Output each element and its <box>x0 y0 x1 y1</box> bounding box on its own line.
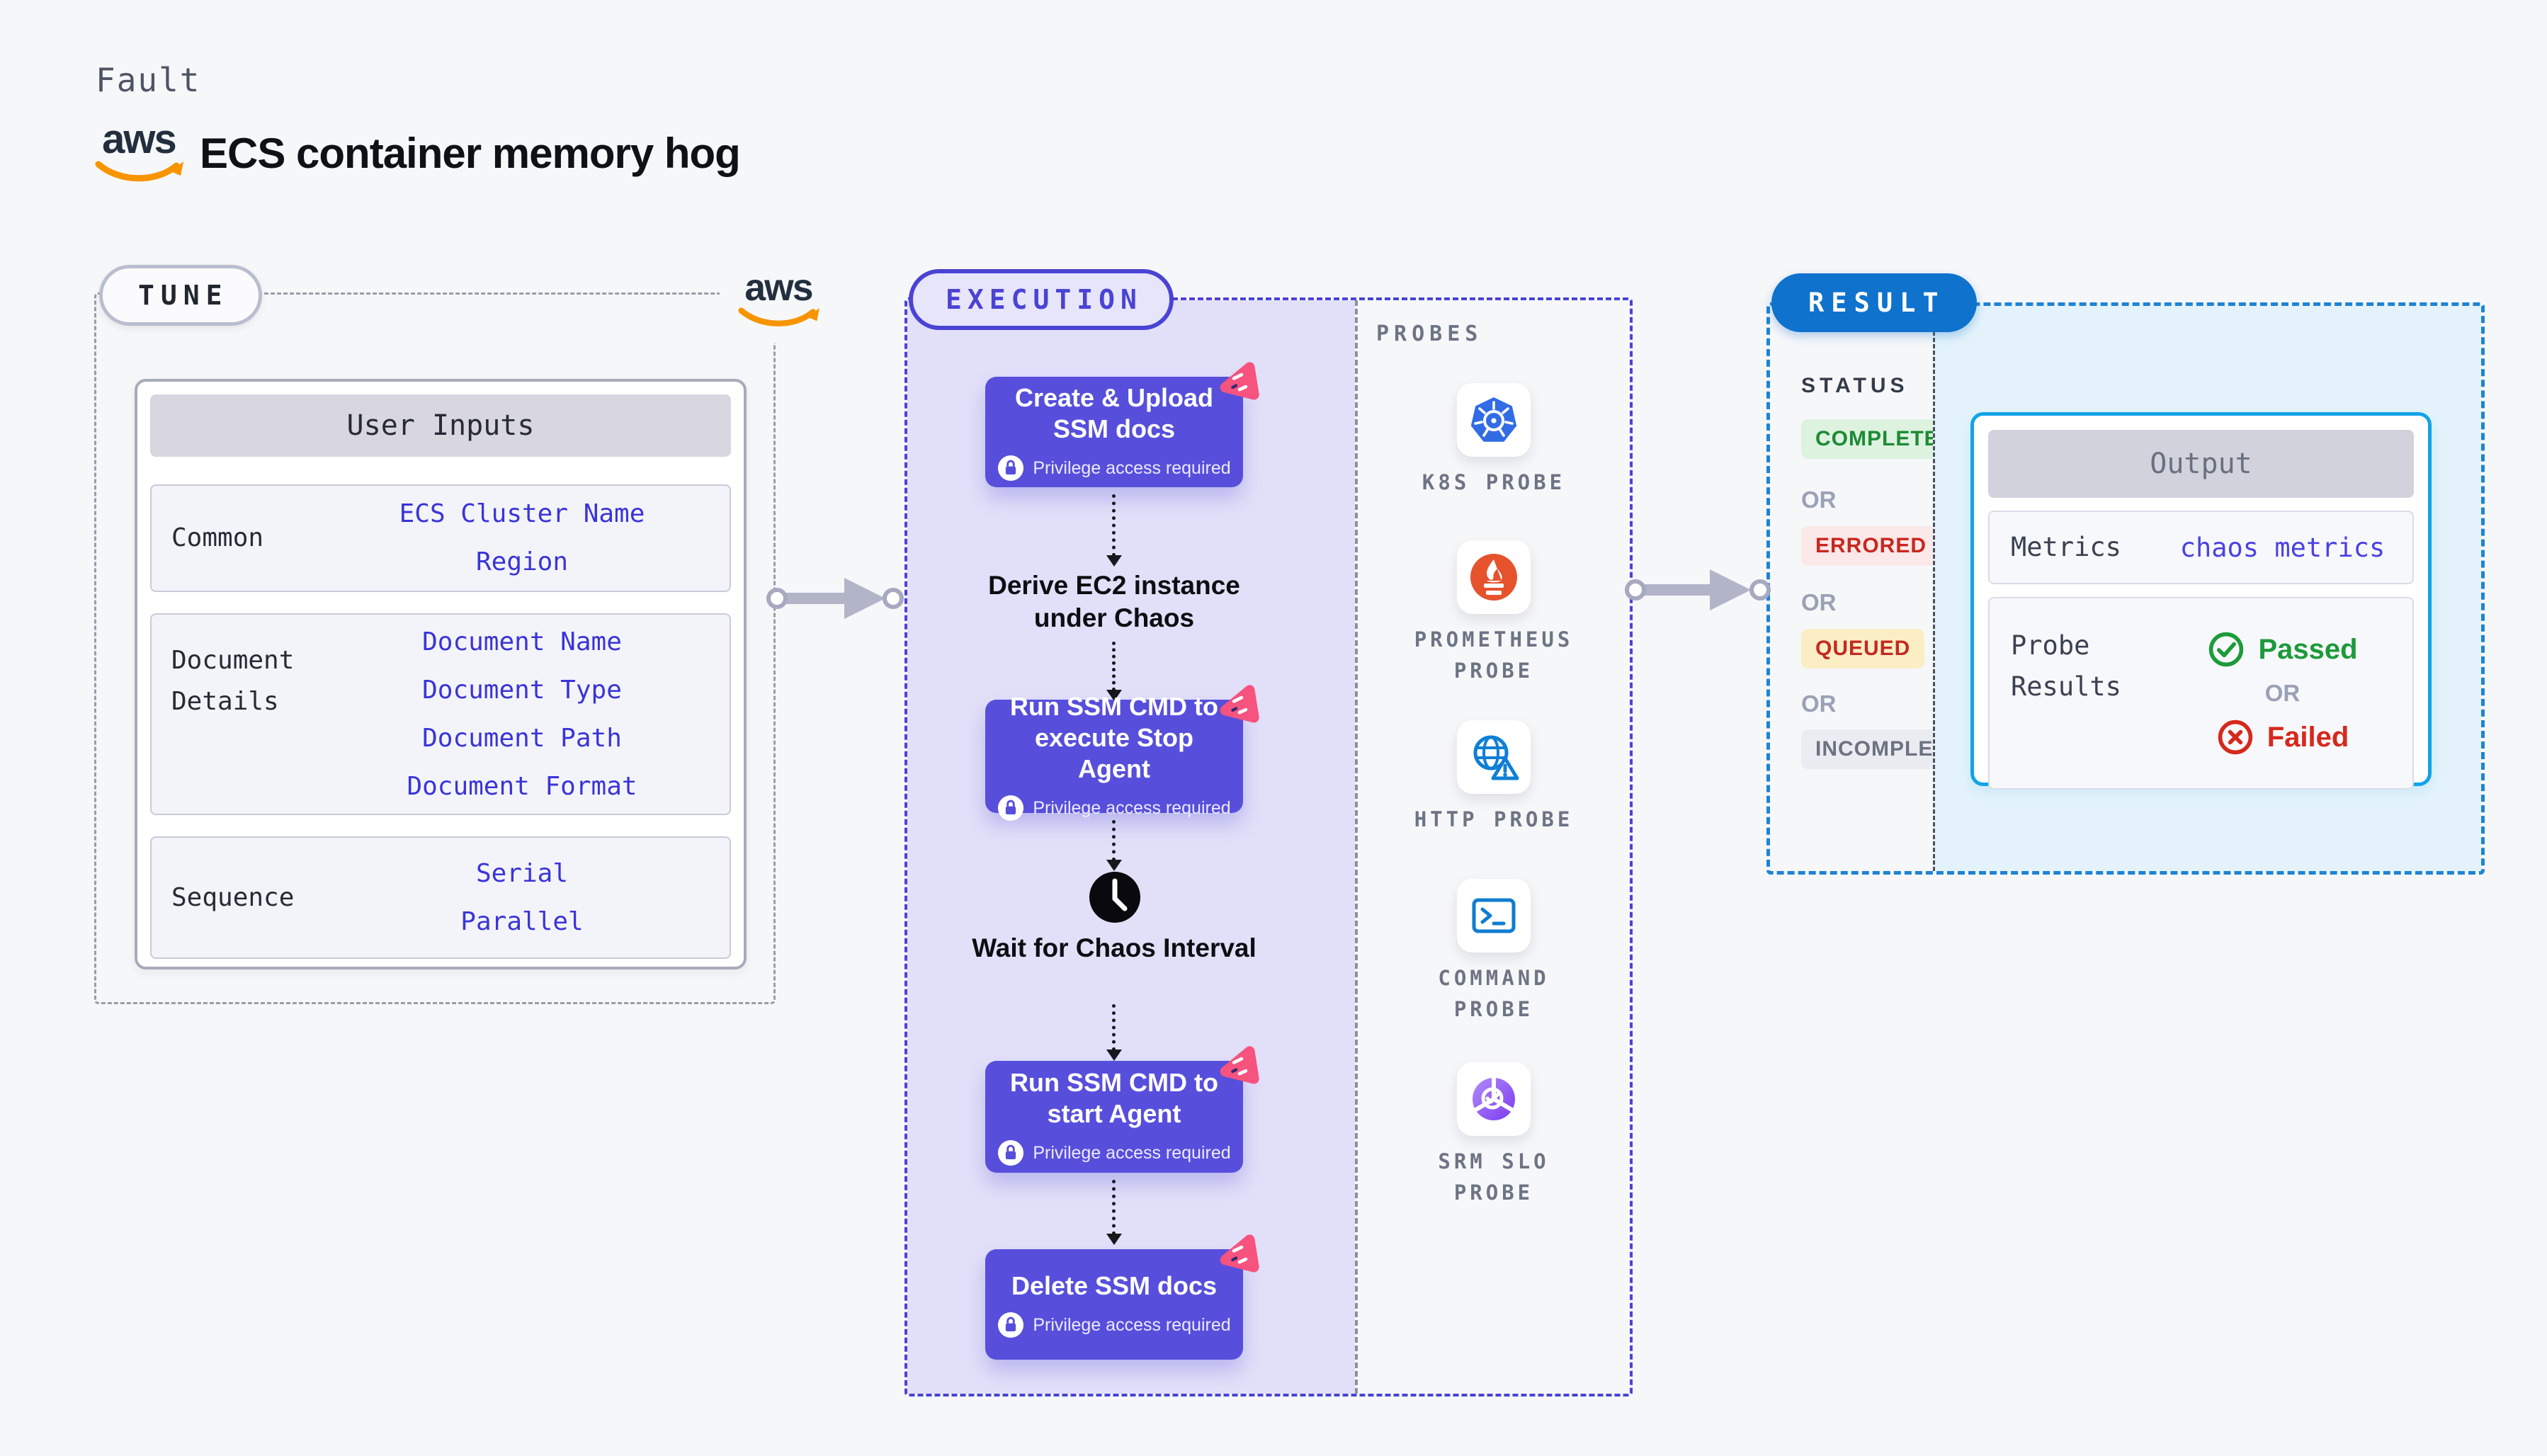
probe-srm-slo: SRM SLO PROBE <box>1358 1062 1630 1208</box>
step-run-ssm-start-agent: Run SSM CMD to start Agent Privilege acc… <box>985 1046 1259 1173</box>
lock-icon <box>998 1312 1024 1338</box>
result-section: RESULT STATUS COMPLETED OR ERRORED OR QU… <box>1766 273 2485 875</box>
status-title: STATUS <box>1801 374 1909 397</box>
or-label: OR <box>1801 487 1837 513</box>
privilege-badge: Privilege access required <box>1033 1142 1231 1163</box>
probe-results-row: Probe Results Passed OR <box>1988 597 2414 790</box>
kubernetes-icon <box>1470 397 1517 442</box>
probe-http: HTTP PROBE <box>1358 720 1630 835</box>
probe-result-passed: Passed <box>2207 630 2358 669</box>
litmus-chaos-icon <box>1220 1234 1259 1273</box>
probe-command: COMMAND PROBE <box>1358 879 1630 1025</box>
input-value: Region <box>475 547 569 576</box>
probe-k8s: K8S PROBE <box>1358 383 1630 498</box>
litmus-chaos-icon <box>1220 362 1259 400</box>
status-badge-queued: QUEUED <box>1801 629 1925 669</box>
probe-results-label: Probe Results <box>2011 630 2121 702</box>
lock-icon <box>998 1139 1024 1166</box>
input-value: Document Name <box>422 627 622 656</box>
step-title: Run SSM CMD to execute Stop Agent <box>1010 692 1218 783</box>
input-value: Document Path <box>422 723 622 753</box>
privilege-badge: Privilege access required <box>1033 1314 1231 1335</box>
page-title: ECS container memory hog <box>200 130 741 177</box>
aws-smile-icon <box>95 161 183 182</box>
result-pill: RESULT <box>1771 273 1977 332</box>
input-value: Serial <box>475 858 569 888</box>
execution-pill: EXECUTION <box>909 269 1174 330</box>
step-run-ssm-stop-agent: Run SSM CMD to execute Stop Agent Privil… <box>985 685 1259 821</box>
aws-logo-text: aws <box>744 266 813 309</box>
probe-label: PROMETHEUS PROBE <box>1414 627 1574 683</box>
metrics-label: Metrics <box>2011 532 2121 562</box>
user-inputs-row-common: Common ECS Cluster Name Region <box>150 484 731 592</box>
note-derive-ec2: Derive EC2 instance under Chaos <box>988 571 1240 632</box>
privilege-badge: Privilege access required <box>1033 797 1231 818</box>
input-value: Document Format <box>407 771 637 801</box>
clock-icon <box>1089 871 1141 923</box>
input-value: ECS Cluster Name <box>399 499 645 528</box>
probe-label: SRM SLO PROBE <box>1438 1149 1550 1205</box>
http-globe-icon <box>1473 735 1519 780</box>
litmus-chaos-icon <box>1220 685 1259 723</box>
row-label: Sequence <box>171 882 295 912</box>
tune-aws-logo: aws <box>720 255 837 343</box>
litmus-chaos-icon <box>1220 1046 1259 1084</box>
probe-prometheus: PROMETHEUS PROBE <box>1358 540 1630 686</box>
output-header: Output <box>1988 430 2414 498</box>
probe-result-failed: Failed <box>2216 718 2349 756</box>
or-label: OR <box>1801 589 1837 615</box>
or-label: OR <box>1801 690 1837 717</box>
row-label: Document Details <box>171 646 295 716</box>
srm-slo-icon <box>1473 1077 1515 1120</box>
probes-divider <box>1355 300 1358 1394</box>
probe-label: K8S PROBE <box>1422 470 1566 494</box>
probes-title: PROBES <box>1376 322 1483 346</box>
tune-to-execution-arrow <box>766 578 904 619</box>
step-create-upload-ssm-docs: Create & Upload SSM docs Privilege acces… <box>985 362 1259 487</box>
input-value: Parallel <box>460 906 584 936</box>
user-inputs-row-sequence: Sequence Serial Parallel <box>150 836 731 959</box>
user-inputs-row-document-details: Document Details Document Name Document … <box>150 613 731 815</box>
tune-pill: TUNE <box>99 265 262 326</box>
tune-section: TUNE aws User Inputs Common ECS Cluster … <box>94 255 837 1004</box>
connector-arrow <box>1106 820 1122 871</box>
aws-logo-text: aws <box>102 116 177 162</box>
terminal-icon <box>1472 898 1516 933</box>
input-value: Document Type <box>422 675 622 705</box>
note-wait-chaos-interval: Wait for Chaos Interval <box>972 933 1257 962</box>
connector-arrow <box>1106 1004 1122 1061</box>
prometheus-icon <box>1470 554 1517 601</box>
aws-logo: aws <box>94 119 186 187</box>
lock-icon <box>998 455 1024 482</box>
execution-to-result-arrow <box>1625 569 1771 610</box>
connector-arrow <box>1106 494 1122 567</box>
metrics-row: Metrics chaos metrics <box>1988 511 2414 584</box>
result-output-panel: Output Metrics chaos metrics Probe Resul… <box>1933 306 2481 871</box>
metrics-value: chaos metrics <box>2179 532 2386 563</box>
output-card: Output Metrics chaos metrics Probe Resul… <box>1970 412 2432 790</box>
check-circle-icon <box>2209 632 2244 667</box>
aws-smile-icon <box>738 307 819 326</box>
status-badge-errored: ERRORED <box>1801 526 1941 566</box>
row-label: Common <box>171 523 264 552</box>
step-title: Run SSM CMD to start Agent <box>1010 1068 1218 1128</box>
lock-icon <box>998 795 1024 821</box>
or-label: OR <box>2264 680 2301 706</box>
x-circle-icon <box>2218 720 2252 755</box>
privilege-badge: Privilege access required <box>1033 457 1231 478</box>
fault-kicker: Fault <box>96 61 201 99</box>
status-column: STATUS COMPLETED OR ERRORED OR QUEUED OR… <box>1770 306 1992 871</box>
user-inputs-header: User Inputs <box>150 394 731 457</box>
connector-arrow <box>1106 642 1122 701</box>
connector-arrow <box>1106 1180 1122 1245</box>
step-title: Create & Upload SSM docs <box>1014 383 1214 443</box>
probes-column: PROBES K8S PROBE <box>1358 300 1630 1394</box>
execution-section: EXECUTION Create & Upload SSM docs Privi… <box>904 269 1633 1397</box>
step-title: Delete SSM docs <box>1011 1271 1218 1300</box>
probe-label: HTTP PROBE <box>1414 807 1574 831</box>
probe-label: COMMAND PROBE <box>1438 966 1550 1021</box>
user-inputs-card: User Inputs Common ECS Cluster Name Regi… <box>135 379 747 969</box>
step-delete-ssm-docs: Delete SSM docs Privilege access require… <box>985 1234 1259 1360</box>
